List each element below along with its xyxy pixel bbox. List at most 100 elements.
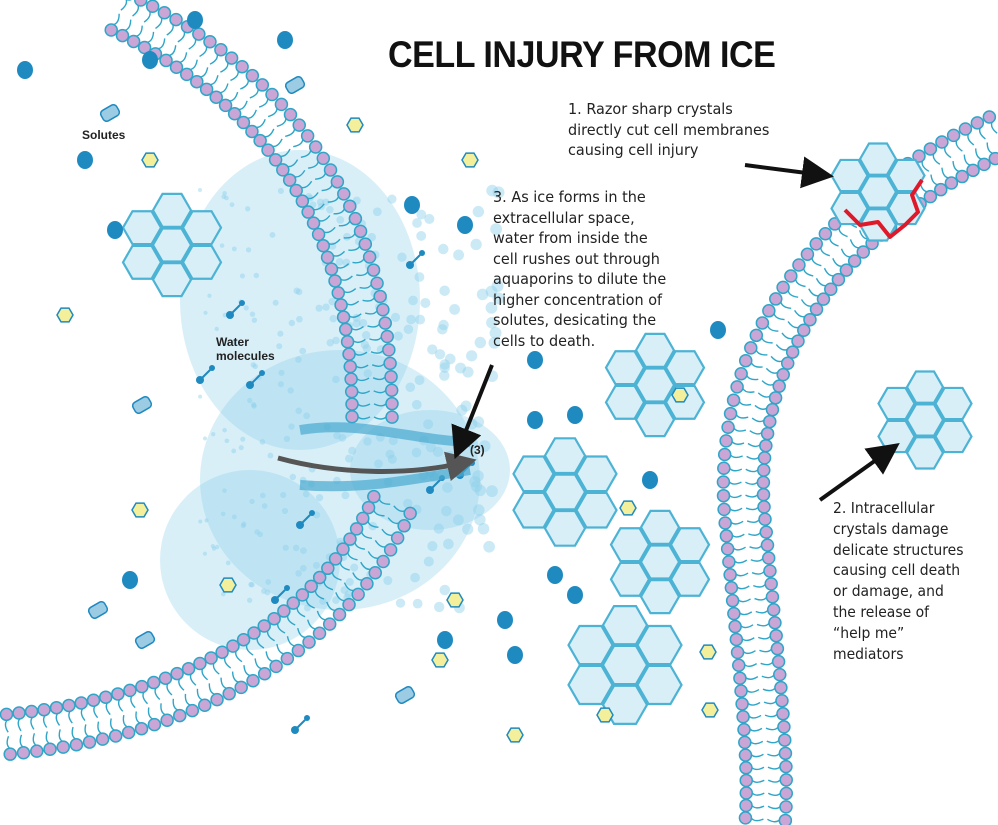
lipid-tail [990,122,998,134]
lipid-head [185,703,200,718]
atom [246,381,254,389]
lipid-tail [787,321,799,329]
ice-speck [280,491,287,499]
lipid-head [765,590,780,604]
lipid-head [0,707,14,722]
lipid-head [192,27,206,41]
lipid-head [218,98,233,113]
lipid-tail [132,5,140,17]
lipid-head [383,543,398,557]
lipid-head [342,597,356,612]
lipid-head [935,135,949,149]
ice-speck [214,544,220,550]
lipid-tail [276,118,287,128]
lipid-head [923,189,938,204]
lipid-head [763,414,777,429]
atom [196,376,204,384]
lipid-tail [120,0,128,11]
atom [284,585,290,591]
crystal-cell [567,624,614,666]
lipid-tail [230,71,239,82]
lipid-tail [240,80,250,90]
lipid-head [111,687,125,701]
ice-speck [315,494,324,502]
lipid-tail [154,687,161,701]
lipid-head [147,717,162,732]
lipid-head [756,487,771,502]
lipid-tail [750,753,764,758]
ice-speck [397,252,407,262]
ice-speck [488,336,501,349]
ice-speck [221,194,226,200]
lipid-head [977,157,991,172]
lipid-tail [749,727,763,732]
lipid-head [338,322,353,337]
lipid-tail [773,313,785,321]
ice-speck [443,538,454,550]
ice-speck [259,492,266,499]
ice-speck [295,570,302,577]
lipid-head [160,713,174,728]
ice-speck [405,382,416,393]
lipid-head [762,304,776,318]
lipid-tail [803,268,814,277]
lipid-head [301,205,315,219]
lipid-head [49,700,64,715]
lipid-head [732,658,746,673]
lipid-head [772,379,786,393]
ice-speck [491,280,504,292]
ice-speck [469,475,481,488]
solute-blue [17,61,33,79]
lipid-head [145,0,160,14]
lipid-tail [751,417,765,423]
lipid-head [728,619,742,634]
ice-speck [439,370,450,381]
lipid-tail [130,695,136,709]
lipid-head [717,447,732,462]
lipid-head [397,519,411,533]
lipid-tail [986,142,993,154]
lipid-tail [229,91,239,102]
lipid-head [777,733,792,747]
lipid-head [246,673,260,688]
solute-blue [527,411,543,429]
ice-cloud-patch [200,350,480,610]
ice-speck [438,319,449,331]
solute-yellow [219,577,237,593]
lipid-head [744,341,758,355]
lipid-head [245,124,259,139]
ice-speck [204,518,209,523]
ice-speck [219,243,225,248]
lipid-head [362,250,377,264]
crystal-cell [575,491,618,529]
lipid-tail [730,520,744,525]
lipid-tail [58,729,63,742]
lipid-tail [267,108,278,118]
lipid-head [328,274,342,288]
crystal-cell [858,175,898,209]
lipid-head [3,747,17,761]
lipid-tail [68,710,73,724]
lipid-tail [188,38,197,50]
lipid-head [367,489,381,504]
lipid-tail [124,19,132,31]
lipid-tail [750,558,764,562]
ice-speck [238,445,244,451]
ice-speck [332,596,340,604]
ice-speck [254,529,260,535]
lipid-head [378,316,392,330]
lipid-tail [944,147,952,159]
lipid-tail [735,572,749,577]
lipid-tail [738,401,752,406]
lipid-tail [736,585,750,590]
lipid-tail [765,367,778,374]
lipid-tail [147,707,153,720]
water-molecule [291,715,310,734]
solute-blue [142,51,158,69]
lipid-head [159,53,173,68]
solute-blue [404,196,420,214]
ice-crystal [121,192,223,298]
ice-speck [427,344,438,355]
lipid-head [719,434,733,448]
arrow-note-2 [818,443,900,502]
